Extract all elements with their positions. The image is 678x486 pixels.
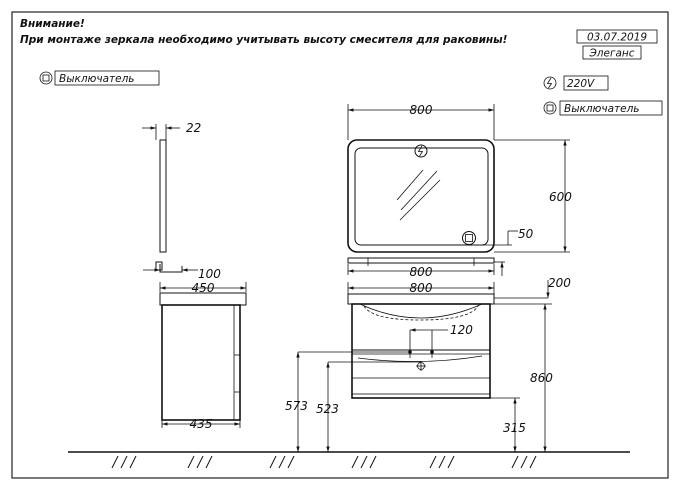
switch-icon [39,71,53,85]
dim-shelf-gap: 200 [548,276,571,290]
vanity-front-view: 800 120 [298,281,495,399]
date-stamp: 03.07.2019 [576,29,658,44]
switch-right-text: Выключатель [564,103,640,115]
vanity-side-view: 450 435 [159,281,247,431]
dim-vanity-depth-top: 450 [192,281,215,295]
lightning-icon [543,76,557,90]
dim-mirror-depth: 22 [186,121,201,135]
height-dimensions: 573 523 860 315 [285,303,553,452]
dim-drain-offset: 120 [450,323,473,337]
date-text: 03.07.2019 [587,32,647,44]
collection-stamp: Элеганс [582,45,642,60]
dim-vanity-width: 800 [410,281,433,295]
dim-mirror-height: 600 [549,190,572,204]
floor-line [68,451,630,469]
warning-title: Внимание! [20,18,85,30]
switch-label-left: Выключатель [39,70,160,86]
voltage-text: 220V [567,78,595,90]
dim-mirror-bracket: 100 [198,267,221,281]
sheet-frame [11,11,669,479]
shelf-front-view: 800 200 [347,257,571,299]
switch-icon [543,101,557,115]
switch-label-right: Выключатель [543,100,663,116]
mirror-side-view: 22 100 [142,121,221,281]
mirror-front-view: 800 600 50 [347,103,572,253]
dim-vanity-depth-bottom: 435 [190,417,213,431]
dim-height-860: 860 [530,371,553,385]
dim-mirror-width: 800 [410,103,433,117]
dim-height-573: 573 [285,399,308,413]
lamp-icon [414,144,428,158]
dim-height-523: 523 [316,402,339,416]
voltage-label: 220V [543,75,609,91]
dim-shelf-width: 800 [410,265,433,279]
dim-switch-offset: 50 [518,227,534,241]
warning-text: При монтаже зеркала необходимо учитывать… [20,34,508,46]
switch-icon [462,231,476,245]
dim-height-315: 315 [503,421,526,435]
collection-text: Элеганс [588,48,634,60]
switch-left-text: Выключатель [59,73,135,85]
